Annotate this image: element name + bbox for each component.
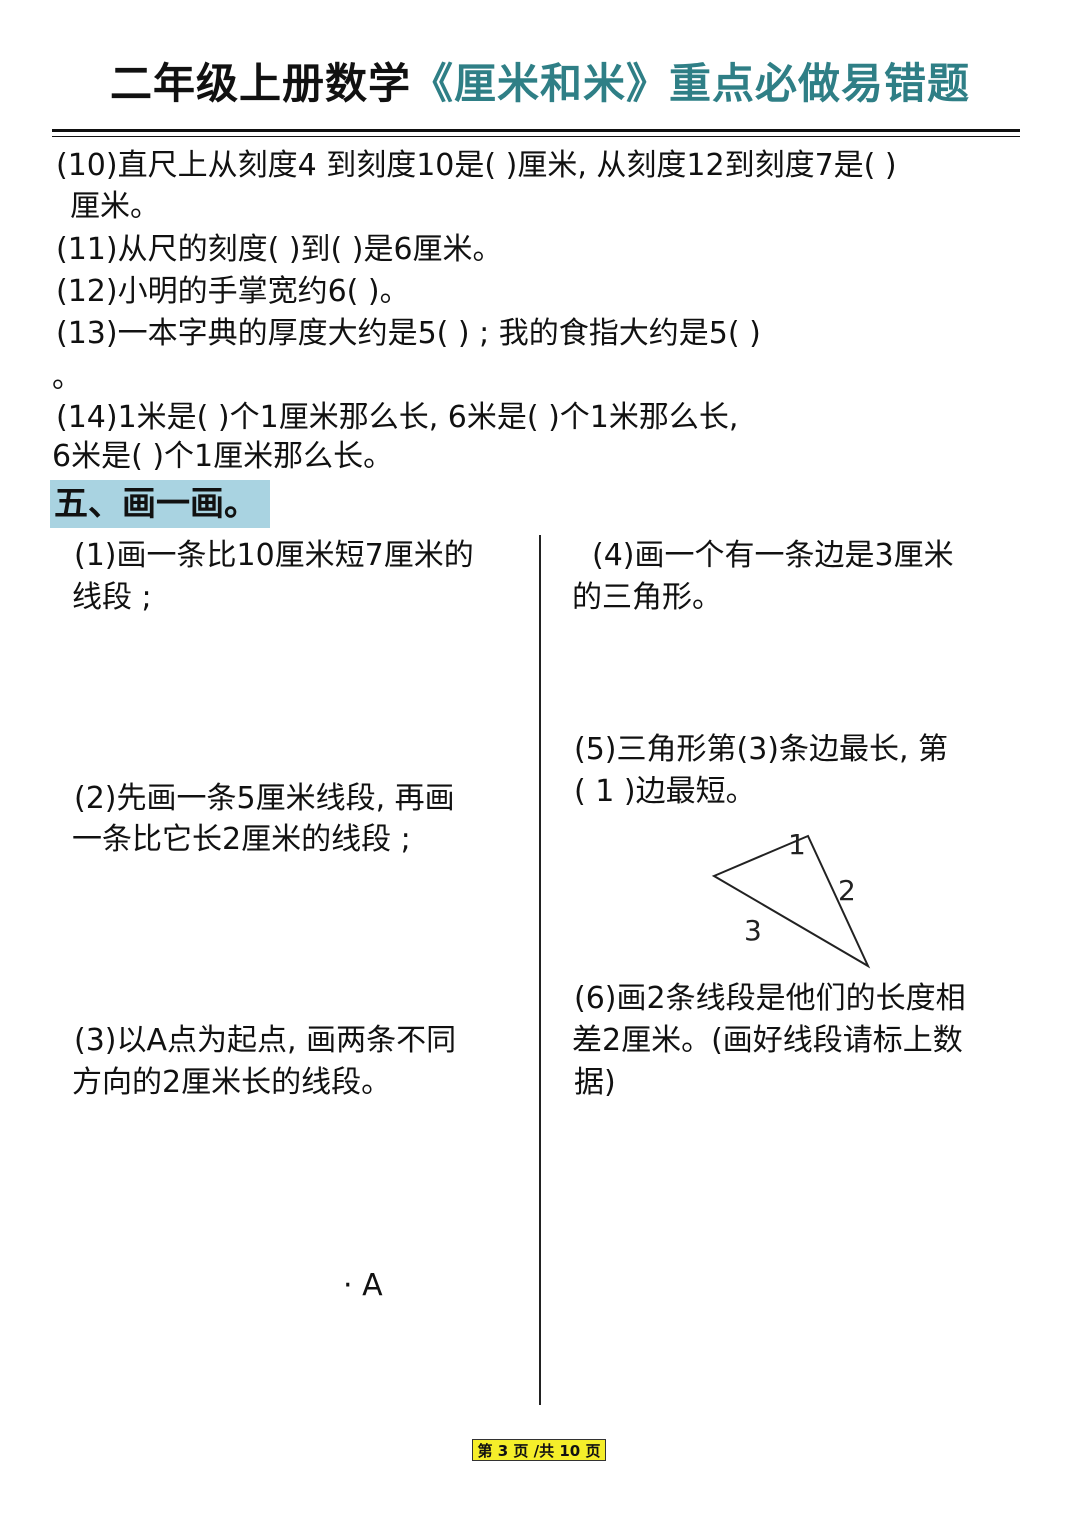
question-12: (12)小明的手掌宽约6( )。: [56, 274, 410, 309]
drawing-6-line2: 差2厘米。(画好线段请标上数: [572, 1023, 963, 1058]
page-number: 第 3 页 /共 10 页: [472, 1439, 606, 1461]
triangle-side-2-label: 2: [838, 874, 856, 907]
drawing-2-line1: (2)先画一条5厘米线段, 再画: [74, 781, 455, 816]
title-prefix: 二年级上册数学: [109, 59, 411, 108]
question-10-line2: 厘米。: [70, 189, 160, 224]
drawing-5-line2: ( 1 )边最短。: [574, 774, 756, 809]
drawing-4-line2: 的三角形。: [572, 580, 722, 615]
triangle-side-1-label: 1: [788, 828, 806, 861]
page-title: 二年级上册数学《厘米和米》重点必做易错题: [0, 50, 1080, 111]
question-10-line1: (10)直尺上从刻度4 到刻度10是( )厘米, 从刻度12到刻度7是( ): [56, 148, 897, 183]
section-heading: 五、画一画。: [50, 480, 270, 528]
title-rule-thin: [52, 136, 1020, 137]
triangle-side-3-label: 3: [744, 914, 762, 947]
column-divider: [539, 535, 541, 1405]
title-accent: 《厘米和米》重点必做易错题: [411, 59, 971, 108]
triangle-shape: [711, 834, 871, 969]
title-rule-thick: [52, 129, 1020, 132]
drawing-6-line1: (6)画2条线段是他们的长度相: [574, 981, 966, 1016]
drawing-6-line3: 据): [574, 1065, 616, 1100]
drawing-1-line2: 线段 ;: [72, 580, 152, 615]
triangle-figure: 1 2 3: [711, 828, 871, 969]
question-13-line2: 。: [52, 360, 82, 395]
point-a-label: · A: [343, 1268, 383, 1303]
drawing-4-line1: (4)画一个有一条边是3厘米: [592, 538, 954, 573]
drawing-1-line1: (1)画一条比10厘米短7厘米的: [74, 538, 474, 573]
drawing-5-line1: (5)三角形第(3)条边最长, 第: [574, 732, 949, 767]
question-11: (11)从尺的刻度( )到( )是6厘米。: [56, 232, 503, 267]
drawing-2-line2: 一条比它长2厘米的线段 ;: [72, 822, 411, 857]
question-14-line2: 6米是( )个1厘米那么长。: [52, 439, 394, 474]
drawing-3-line1: (3)以A点为起点, 画两条不同: [74, 1023, 457, 1058]
drawing-3-line2: 方向的2厘米长的线段。: [72, 1065, 392, 1100]
question-14-line1: (14)1米是( )个1厘米那么长, 6米是( )个1米那么长,: [56, 400, 739, 435]
question-13-line1: (13)一本字典的厚度大约是5( ) ; 我的食指大约是5( ): [56, 316, 761, 351]
